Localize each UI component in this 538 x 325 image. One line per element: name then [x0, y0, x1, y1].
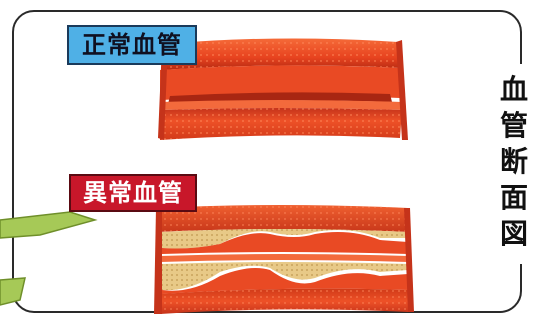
normal-vessel-label: 正常血管	[67, 25, 197, 65]
abnormal-vessel-illustration	[154, 205, 414, 314]
normal-vessel-illustration	[158, 38, 408, 140]
side-title: 血 管 断 面 図	[497, 72, 531, 252]
side-title-char: 図	[499, 217, 528, 250]
abnormal-vessel-label: 異常血管	[69, 174, 197, 212]
speech-bubble-callout	[0, 211, 98, 306]
side-title-char: 管	[499, 109, 528, 142]
side-title-background	[490, 64, 538, 264]
side-title-char: 断	[499, 145, 528, 178]
side-title-char: 血	[499, 73, 528, 106]
side-title-char: 面	[499, 181, 528, 214]
